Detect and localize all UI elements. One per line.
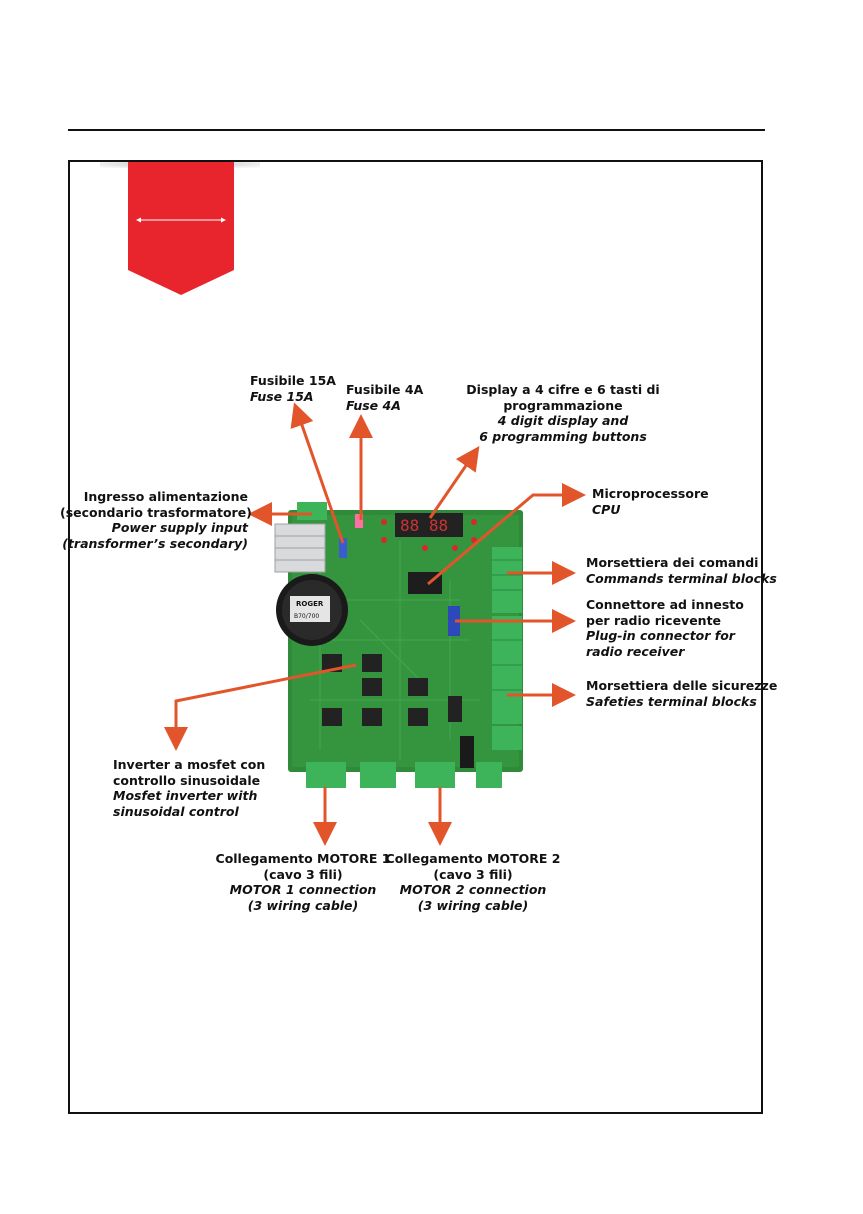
arrow-display <box>428 446 480 519</box>
fuse15-label: Fusibile 15A Fuse 15A <box>250 373 336 404</box>
motor1-label: Collegamento MOTORE 1 (cavo 3 fili) MOTO… <box>215 851 391 913</box>
arrow-cpu <box>427 483 586 586</box>
cpu-label: Microprocessore CPU <box>592 486 709 517</box>
motor2-label: Collegamento MOTORE 2 (cavo 3 fili) MOTO… <box>385 851 561 913</box>
section-ribbon <box>128 162 234 295</box>
display-label: Display a 4 cifre e 6 tasti di programma… <box>466 382 660 444</box>
radio-connector-label: Connettore ad innesto per radio ricevent… <box>586 597 744 659</box>
commands-terminal-label: Morsettiera dei comandi Commands termina… <box>586 555 777 586</box>
arrow-inverter <box>164 663 357 751</box>
power-input-label: Ingresso alimentazione (secondario trasf… <box>60 489 252 551</box>
capacitor-brand: ROGER <box>296 600 324 608</box>
safeties-terminal-label: Morsettiera delle sicurezze Safeties ter… <box>586 678 778 709</box>
top-rule <box>68 129 765 131</box>
capacitor-code: B70/700 <box>294 613 319 620</box>
arrow-fuse15 <box>290 402 345 544</box>
figure-frame <box>68 160 763 1114</box>
fuse4-label: Fusibile 4A Fuse 4A <box>346 382 424 413</box>
display-digits: 88 88 <box>400 516 448 535</box>
inverter-label: Inverter a mosfet con controllo sinusoid… <box>113 757 266 819</box>
